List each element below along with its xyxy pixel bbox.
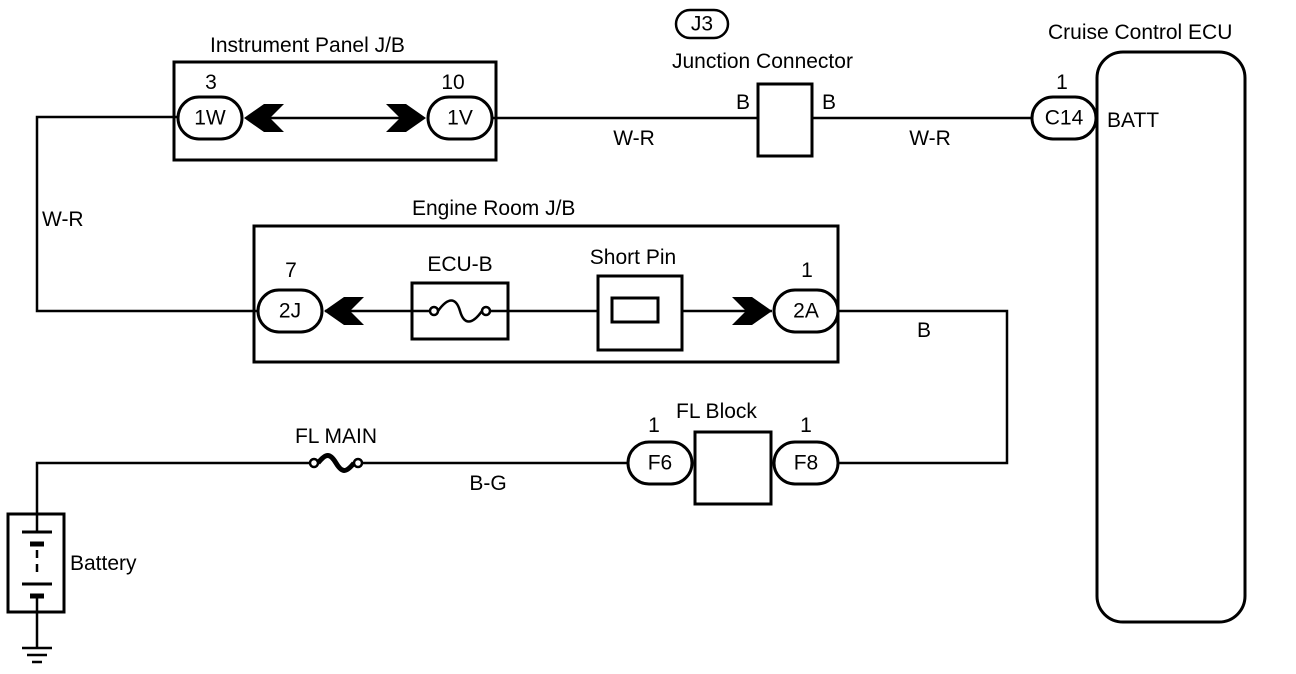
junction-connector-box <box>756 82 814 158</box>
fl-block-box <box>693 430 773 506</box>
instrument-panel-jb-box <box>172 60 498 162</box>
cruise-ecu-label: Cruise Control ECU <box>1048 21 1232 44</box>
junction-connector-id: J3 <box>691 13 713 36</box>
ecu-b-fuse-symbol <box>412 299 508 323</box>
connector-c14-label: C14 <box>1045 107 1084 130</box>
wire-label-w-r-ecu: W-R <box>909 127 951 150</box>
instrument-panel-jb-label: Instrument Panel J/B <box>210 34 405 57</box>
junction-connector-label: Junction Connector <box>672 50 853 73</box>
engine-room-jb-label: Engine Room J/B <box>412 197 575 220</box>
wire-label-b-g: B-G <box>469 472 506 495</box>
ecu-b-fuse-label: ECU-B <box>427 253 492 276</box>
connector-2j <box>256 288 324 334</box>
battery-label: Battery <box>70 552 137 575</box>
wire-label-w-r-left: W-R <box>42 208 84 231</box>
plug-arrow-1v <box>386 104 426 132</box>
junction-connector-right-pin: B <box>822 91 836 114</box>
connector-1w-label: 1W <box>194 107 226 130</box>
connector-2a <box>772 288 840 334</box>
connector-f8-label: F8 <box>794 452 819 475</box>
connector-2j-label: 2J <box>279 300 301 323</box>
fl-block-label: FL Block <box>676 400 757 423</box>
connector-2a-label: 2A <box>793 300 819 323</box>
connector-c14-pin: 1 <box>1056 71 1068 94</box>
wire-b-to-fl-block <box>834 309 1009 465</box>
connector-1v-label: 1V <box>447 107 473 130</box>
cruise-ecu-box <box>1095 50 1247 624</box>
engine-room-jb-box <box>252 224 840 364</box>
connector-f8-pin: 1 <box>800 414 812 437</box>
connector-f6-label: F6 <box>648 452 673 475</box>
fl-main-label: FL MAIN <box>295 425 377 448</box>
plug-arrow-1w <box>244 104 284 132</box>
batt-terminal-label: BATT <box>1107 109 1159 132</box>
connector-2a-pin: 1 <box>801 259 813 282</box>
connector-1v <box>426 95 494 141</box>
wire-label-b: B <box>917 319 931 342</box>
connector-f8 <box>772 440 840 486</box>
wire-label-w-r-ip: W-R <box>613 127 655 150</box>
connector-1w-pin: 3 <box>205 71 217 94</box>
connector-c14 <box>1030 95 1098 141</box>
wire-w-r-left <box>35 115 258 313</box>
connector-f6 <box>626 440 694 486</box>
battery-icon <box>22 514 52 612</box>
junction-connector-left-pin: B <box>736 91 750 114</box>
connector-1w <box>176 95 244 141</box>
connector-2j-pin: 7 <box>285 259 297 282</box>
fl-main-fusible-link-icon <box>308 453 364 473</box>
short-pin-label: Short Pin <box>590 246 676 269</box>
short-pin-inner <box>610 296 660 324</box>
connector-1v-pin: 10 <box>441 71 464 94</box>
plug-arrow-2a <box>732 297 772 325</box>
ground-icon <box>22 646 52 664</box>
junction-connector-id-badge <box>674 8 730 40</box>
connector-f6-pin: 1 <box>648 414 660 437</box>
wire-battery-lead <box>35 461 310 515</box>
plug-arrow-2j <box>324 297 364 325</box>
